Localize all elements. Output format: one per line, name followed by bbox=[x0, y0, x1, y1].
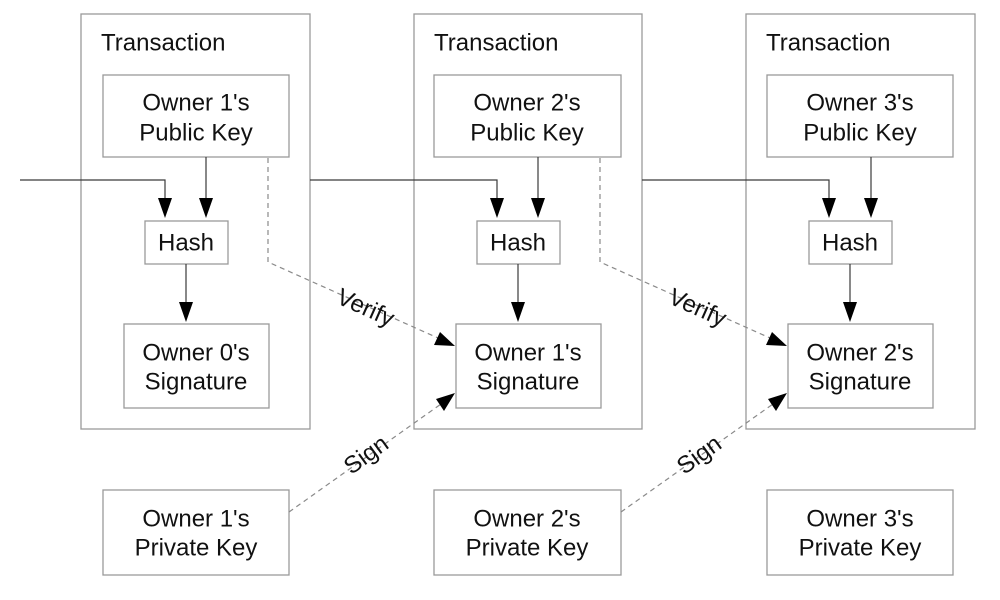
transaction-title: Transaction bbox=[101, 29, 226, 56]
public-key-to-hash-arrowhead bbox=[199, 198, 213, 218]
chain-input-arrowhead bbox=[158, 198, 172, 218]
verify-label: Verify bbox=[333, 283, 399, 332]
hash-box-2: Hash bbox=[476, 220, 561, 265]
private-key-owner: Owner 1's bbox=[142, 505, 249, 532]
private-key-box-1: Owner 1's Private Key bbox=[102, 489, 290, 576]
public-key-label: Public Key bbox=[803, 119, 916, 146]
private-key-owner: Owner 2's bbox=[473, 505, 580, 532]
chain-input-line bbox=[20, 179, 166, 200]
signature-border bbox=[787, 323, 934, 409]
sign-arrowhead bbox=[436, 393, 455, 411]
signature-owner: Owner 0's bbox=[142, 339, 249, 366]
hash-label: Hash bbox=[490, 229, 546, 256]
public-key-label: Public Key bbox=[139, 119, 252, 146]
signature-border bbox=[123, 323, 270, 409]
private-key-label: Private Key bbox=[799, 534, 922, 561]
verify-label: Verify bbox=[665, 283, 731, 332]
chain-link-line bbox=[642, 179, 830, 200]
public-key-box-1: Owner 1's Public Key bbox=[102, 74, 290, 158]
public-key-to-hash-arrowhead bbox=[864, 198, 878, 218]
public-key-owner: Owner 1's bbox=[142, 89, 249, 116]
hash-to-signature-arrowhead bbox=[179, 302, 193, 322]
private-key-box-2: Owner 2's Private Key bbox=[433, 489, 622, 576]
signature-label: Signature bbox=[477, 368, 580, 395]
hash-label: Hash bbox=[158, 229, 214, 256]
verify-line bbox=[267, 158, 439, 339]
signature-box-2: Owner 1's Signature bbox=[455, 323, 602, 409]
signature-box-1: Owner 0's Signature bbox=[123, 323, 270, 409]
private-key-border bbox=[766, 489, 954, 576]
hash-border bbox=[808, 220, 893, 265]
public-key-box-3: Owner 3's Public Key bbox=[766, 74, 954, 158]
sign-label: Sign bbox=[672, 430, 727, 480]
public-key-label: Public Key bbox=[470, 119, 583, 146]
signature-border bbox=[455, 323, 602, 409]
sign-line bbox=[288, 403, 442, 513]
signature-owner: Owner 1's bbox=[474, 339, 581, 366]
hash-to-signature-arrowhead bbox=[511, 302, 525, 322]
private-key-border bbox=[433, 489, 622, 576]
public-key-owner: Owner 3's bbox=[806, 89, 913, 116]
hash-box-3: Hash bbox=[808, 220, 893, 265]
public-key-owner: Owner 2's bbox=[473, 89, 580, 116]
hash-border bbox=[144, 220, 229, 265]
private-key-border bbox=[102, 489, 290, 576]
chain-link-arrowhead bbox=[822, 198, 836, 218]
public-key-border bbox=[766, 74, 954, 158]
hash-label: Hash bbox=[822, 229, 878, 256]
verify-line bbox=[599, 158, 771, 339]
verify-arrowhead bbox=[434, 332, 455, 346]
signature-label: Signature bbox=[145, 368, 248, 395]
public-key-box-2: Owner 2's Public Key bbox=[433, 74, 622, 158]
verify-arrowhead bbox=[766, 332, 787, 346]
private-key-owner: Owner 3's bbox=[806, 505, 913, 532]
signature-box-3: Owner 2's Signature bbox=[787, 323, 934, 409]
public-key-border bbox=[433, 74, 622, 158]
public-key-to-hash-arrowhead bbox=[531, 198, 545, 218]
sign-label: Sign bbox=[339, 430, 394, 480]
chain-link-arrowhead bbox=[490, 198, 504, 218]
public-key-border bbox=[102, 74, 290, 158]
signature-label: Signature bbox=[809, 368, 912, 395]
transaction-title: Transaction bbox=[434, 29, 559, 56]
sign-arrowhead bbox=[768, 393, 787, 411]
hash-border bbox=[476, 220, 561, 265]
hash-to-signature-arrowhead bbox=[843, 302, 857, 322]
sign-line bbox=[620, 403, 774, 513]
private-key-label: Private Key bbox=[466, 534, 589, 561]
private-key-box-3: Owner 3's Private Key bbox=[766, 489, 954, 576]
chain-link-line bbox=[310, 179, 498, 200]
signature-owner: Owner 2's bbox=[806, 339, 913, 366]
transaction-title: Transaction bbox=[766, 29, 891, 56]
private-key-label: Private Key bbox=[135, 534, 258, 561]
hash-box-1: Hash bbox=[144, 220, 229, 265]
